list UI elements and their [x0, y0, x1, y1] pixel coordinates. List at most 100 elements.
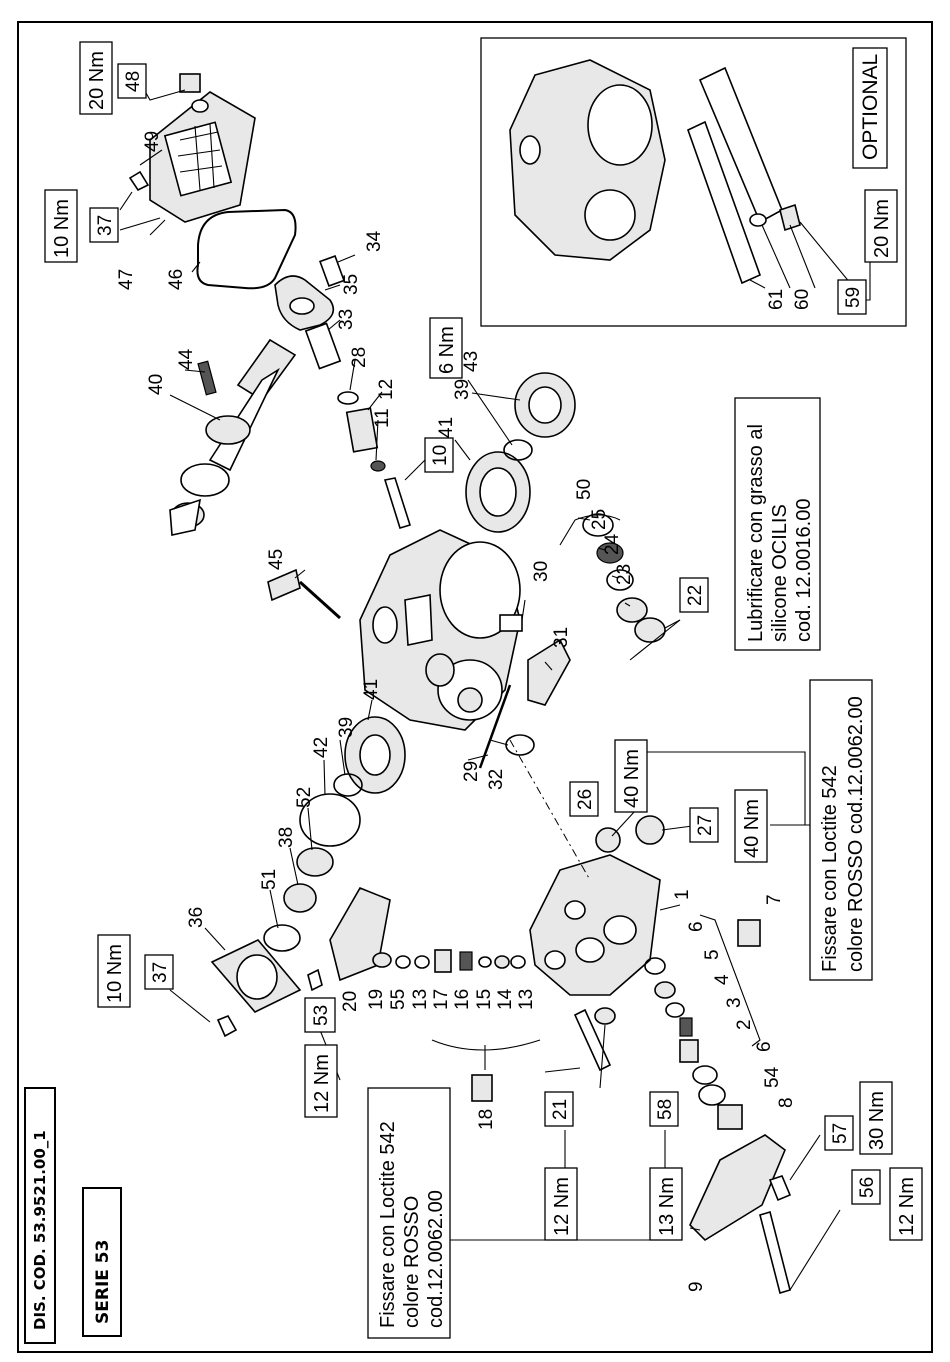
part-number: 52: [294, 787, 315, 808]
ring-32-drawing: [505, 734, 535, 756]
svg-text:40 Nm: 40 Nm: [621, 749, 643, 808]
part-number: 23: [614, 564, 635, 585]
part-number: 13: [516, 989, 537, 1010]
bolt-56-drawing: [759, 1210, 791, 1295]
svg-text:30 Nm: 30 Nm: [866, 1091, 888, 1150]
part-number: 20: [340, 991, 361, 1012]
part-13-b-drawing: [510, 955, 526, 969]
part-number: 3: [724, 997, 745, 1008]
part-number: 51: [259, 869, 280, 890]
part-number: 47: [116, 269, 137, 290]
part-number: 30: [531, 561, 552, 582]
part-number: 5: [702, 949, 723, 960]
screw-53-drawing: [307, 968, 323, 992]
torque-callout-59: 59 20 Nm: [837, 189, 898, 315]
part-number: 6: [686, 921, 707, 932]
part-number: 39: [452, 379, 473, 400]
ring-52-drawing: [296, 847, 334, 877]
oring-6-b-drawing: [692, 1065, 718, 1085]
screw-57-drawing: [768, 1175, 792, 1202]
part-numbers: 49 47 46 34 35 33 28 12 11 44 40 39 43 4…: [116, 131, 813, 1292]
svg-text:56: 56: [857, 1177, 878, 1198]
part-number: 19: [366, 989, 387, 1010]
part-number: 40: [146, 374, 167, 395]
svg-text:Lubrificare con grasso al: Lubrificare con grasso al: [745, 424, 767, 642]
part-number: 31: [551, 627, 572, 648]
seal-50-drawing: [582, 513, 614, 537]
conrod-drawing: [274, 255, 386, 472]
part-2-drawing: [679, 1039, 699, 1063]
svg-text:48: 48: [123, 71, 144, 92]
part-number: 11: [372, 408, 393, 428]
part-number: 15: [474, 989, 495, 1010]
plug-8-drawing: [717, 1104, 743, 1130]
torque-callout-58: 58 13 Nm: [649, 1091, 683, 1241]
key-44-drawing: [197, 360, 217, 396]
part-number: 14: [495, 988, 516, 1010]
svg-text:13 Nm: 13 Nm: [656, 1177, 678, 1236]
optional-crankcase-drawing: [509, 59, 666, 261]
part-number: 41: [361, 679, 382, 700]
svg-text:58: 58: [655, 1099, 676, 1120]
part-number: 46: [166, 269, 187, 290]
pump-head-drawing: [529, 854, 661, 996]
part-number: 4: [712, 974, 733, 985]
part-17-drawing: [434, 949, 452, 973]
torque-callout-53: 53 12 Nm: [304, 997, 338, 1118]
part-number: 44: [176, 348, 197, 370]
svg-text:10 Nm: 10 Nm: [51, 199, 73, 258]
part-number: 34: [364, 230, 385, 252]
optional-label: OPTIONAL: [859, 54, 882, 160]
torque-callout-21: 21 12 Nm: [544, 1091, 578, 1241]
part-19-drawing: [372, 952, 392, 968]
svg-text:12 Nm: 12 Nm: [551, 1177, 573, 1236]
seal-38-drawing: [283, 883, 317, 913]
dipstick-45-drawing: [267, 568, 301, 602]
bolt-10-drawing: [383, 477, 412, 529]
part-15-drawing: [478, 956, 492, 968]
valve-18-drawing: [471, 1074, 493, 1102]
washer-60-drawing: [749, 213, 767, 227]
crankcase-drawing: [359, 529, 523, 731]
gasket-46-drawing: [196, 208, 297, 290]
svg-text:colore ROSSO cod.12.0062.00: colore ROSSO cod.12.0062.00: [845, 696, 867, 972]
part-55-drawing: [395, 955, 411, 969]
boxed-part-22: 22: [679, 577, 709, 613]
part-number: 25: [589, 509, 610, 530]
svg-text:12 Nm: 12 Nm: [311, 1054, 333, 1113]
part-number: 39: [336, 717, 357, 738]
svg-text:37: 37: [95, 215, 116, 236]
svg-text:Fissare con Loctite 542: Fissare con Loctite 542: [819, 765, 841, 972]
washer-49-drawing: [191, 99, 209, 113]
part-5-drawing: [654, 981, 676, 999]
svg-text:cod. 12.0016.00: cod. 12.0016.00: [793, 499, 815, 642]
oring-51-drawing: [263, 924, 301, 952]
part-number: 41: [436, 417, 457, 438]
series-label: SERIE 53: [93, 1240, 113, 1324]
oring-6-a-drawing: [644, 957, 666, 975]
part-13-a-drawing: [414, 955, 430, 969]
part-number: 54: [762, 1066, 783, 1088]
svg-text:10: 10: [430, 445, 451, 466]
torque-callout-48: 20 Nm 48: [79, 41, 147, 115]
part-number: 55: [388, 989, 409, 1010]
svg-text:22: 22: [685, 585, 706, 606]
crankshaft-drawing: [169, 338, 297, 536]
screw-59-drawing: [779, 203, 801, 232]
valve-7-drawing: [737, 919, 761, 947]
bolt-21-drawing: [573, 1008, 612, 1072]
grease-note: Lubrificare con grasso al silicone OCILI…: [734, 397, 821, 651]
ring-25-drawing: [596, 542, 624, 564]
part-number: 13: [410, 989, 431, 1010]
torque-callout-56: 56 12 Nm: [851, 1167, 923, 1241]
sheet-border: [17, 21, 933, 1353]
plug-48-drawing: [179, 73, 201, 93]
part-58-drawing: [594, 1007, 616, 1025]
seal-22-drawing: [634, 617, 666, 643]
svg-text:26: 26: [575, 789, 596, 810]
optional-label-box: OPTIONAL: [852, 47, 888, 169]
spring-3-drawing: [679, 1017, 693, 1037]
ring-54-drawing: [698, 1084, 726, 1106]
svg-text:59: 59: [843, 287, 864, 308]
